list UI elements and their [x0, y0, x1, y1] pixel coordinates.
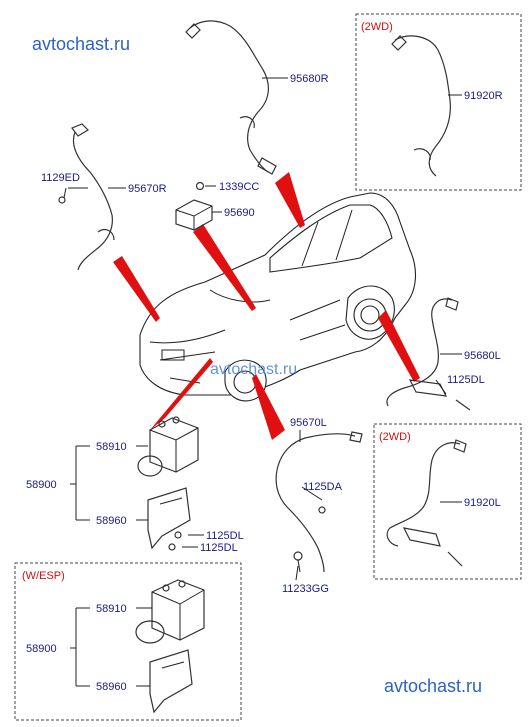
module-95690: [175, 181, 213, 231]
abs-unit-esp: [135, 579, 205, 714]
label-95670r: 95670R: [128, 183, 167, 195]
caption-2wd-right: (2WD): [379, 431, 411, 443]
leader-lines: [68, 77, 462, 687]
callout-arrows: [113, 172, 420, 440]
group-captions: (2WD) (2WD) (W/ESP): [22, 21, 411, 582]
box-2wd-right: [373, 423, 522, 580]
label-1125da: 1125DA: [303, 481, 343, 493]
sensor-91920r: [391, 35, 451, 177]
label-95670l: 95670L: [290, 417, 327, 429]
label-1339cc: 1339CC: [219, 181, 259, 193]
caption-2wd-top: (2WD): [361, 21, 393, 33]
label-1125dl-b: 1125DL: [200, 542, 238, 554]
watermark-top: avtochast.ru: [32, 34, 130, 54]
label-1129ed: 1129ED: [41, 172, 80, 184]
watermark-middle: avtochast.ru: [210, 361, 297, 378]
label-11233gg: 11233GG: [282, 583, 329, 595]
caption-w-esp: (W/ESP): [22, 570, 65, 582]
label-58960-esp: 58960: [96, 681, 127, 693]
label-58900-esp: 58900: [26, 643, 57, 655]
watermark-bottom: avtochast.ru: [384, 676, 482, 696]
sensor-95680l: [386, 297, 471, 411]
sensor-91920l: [386, 439, 467, 567]
label-95690: 95690: [224, 207, 255, 219]
label-58910-main: 58910: [96, 441, 127, 453]
box-w-esp: [14, 562, 242, 721]
label-58910-esp: 58910: [96, 603, 127, 615]
sensor-95670r: [58, 123, 115, 271]
part-labels: 1129ED 95670R 95680R 1339CC 95690 91920R…: [26, 73, 503, 693]
label-58900-main: 58900: [26, 479, 57, 491]
label-1125dl-right: 1125DL: [447, 374, 485, 386]
abs-unit-main: [137, 416, 199, 551]
label-1125dl-a: 1125DL: [206, 530, 244, 542]
label-95680l: 95680L: [464, 350, 501, 362]
label-91920l: 91920L: [464, 497, 501, 509]
sensor-95670l: [275, 431, 363, 573]
box-2wd-top: [355, 13, 522, 191]
label-95680r: 95680R: [290, 73, 329, 85]
label-58960-main: 58960: [96, 515, 127, 527]
sensor-95680r: [185, 20, 277, 175]
label-91920r: 91920R: [464, 90, 503, 102]
